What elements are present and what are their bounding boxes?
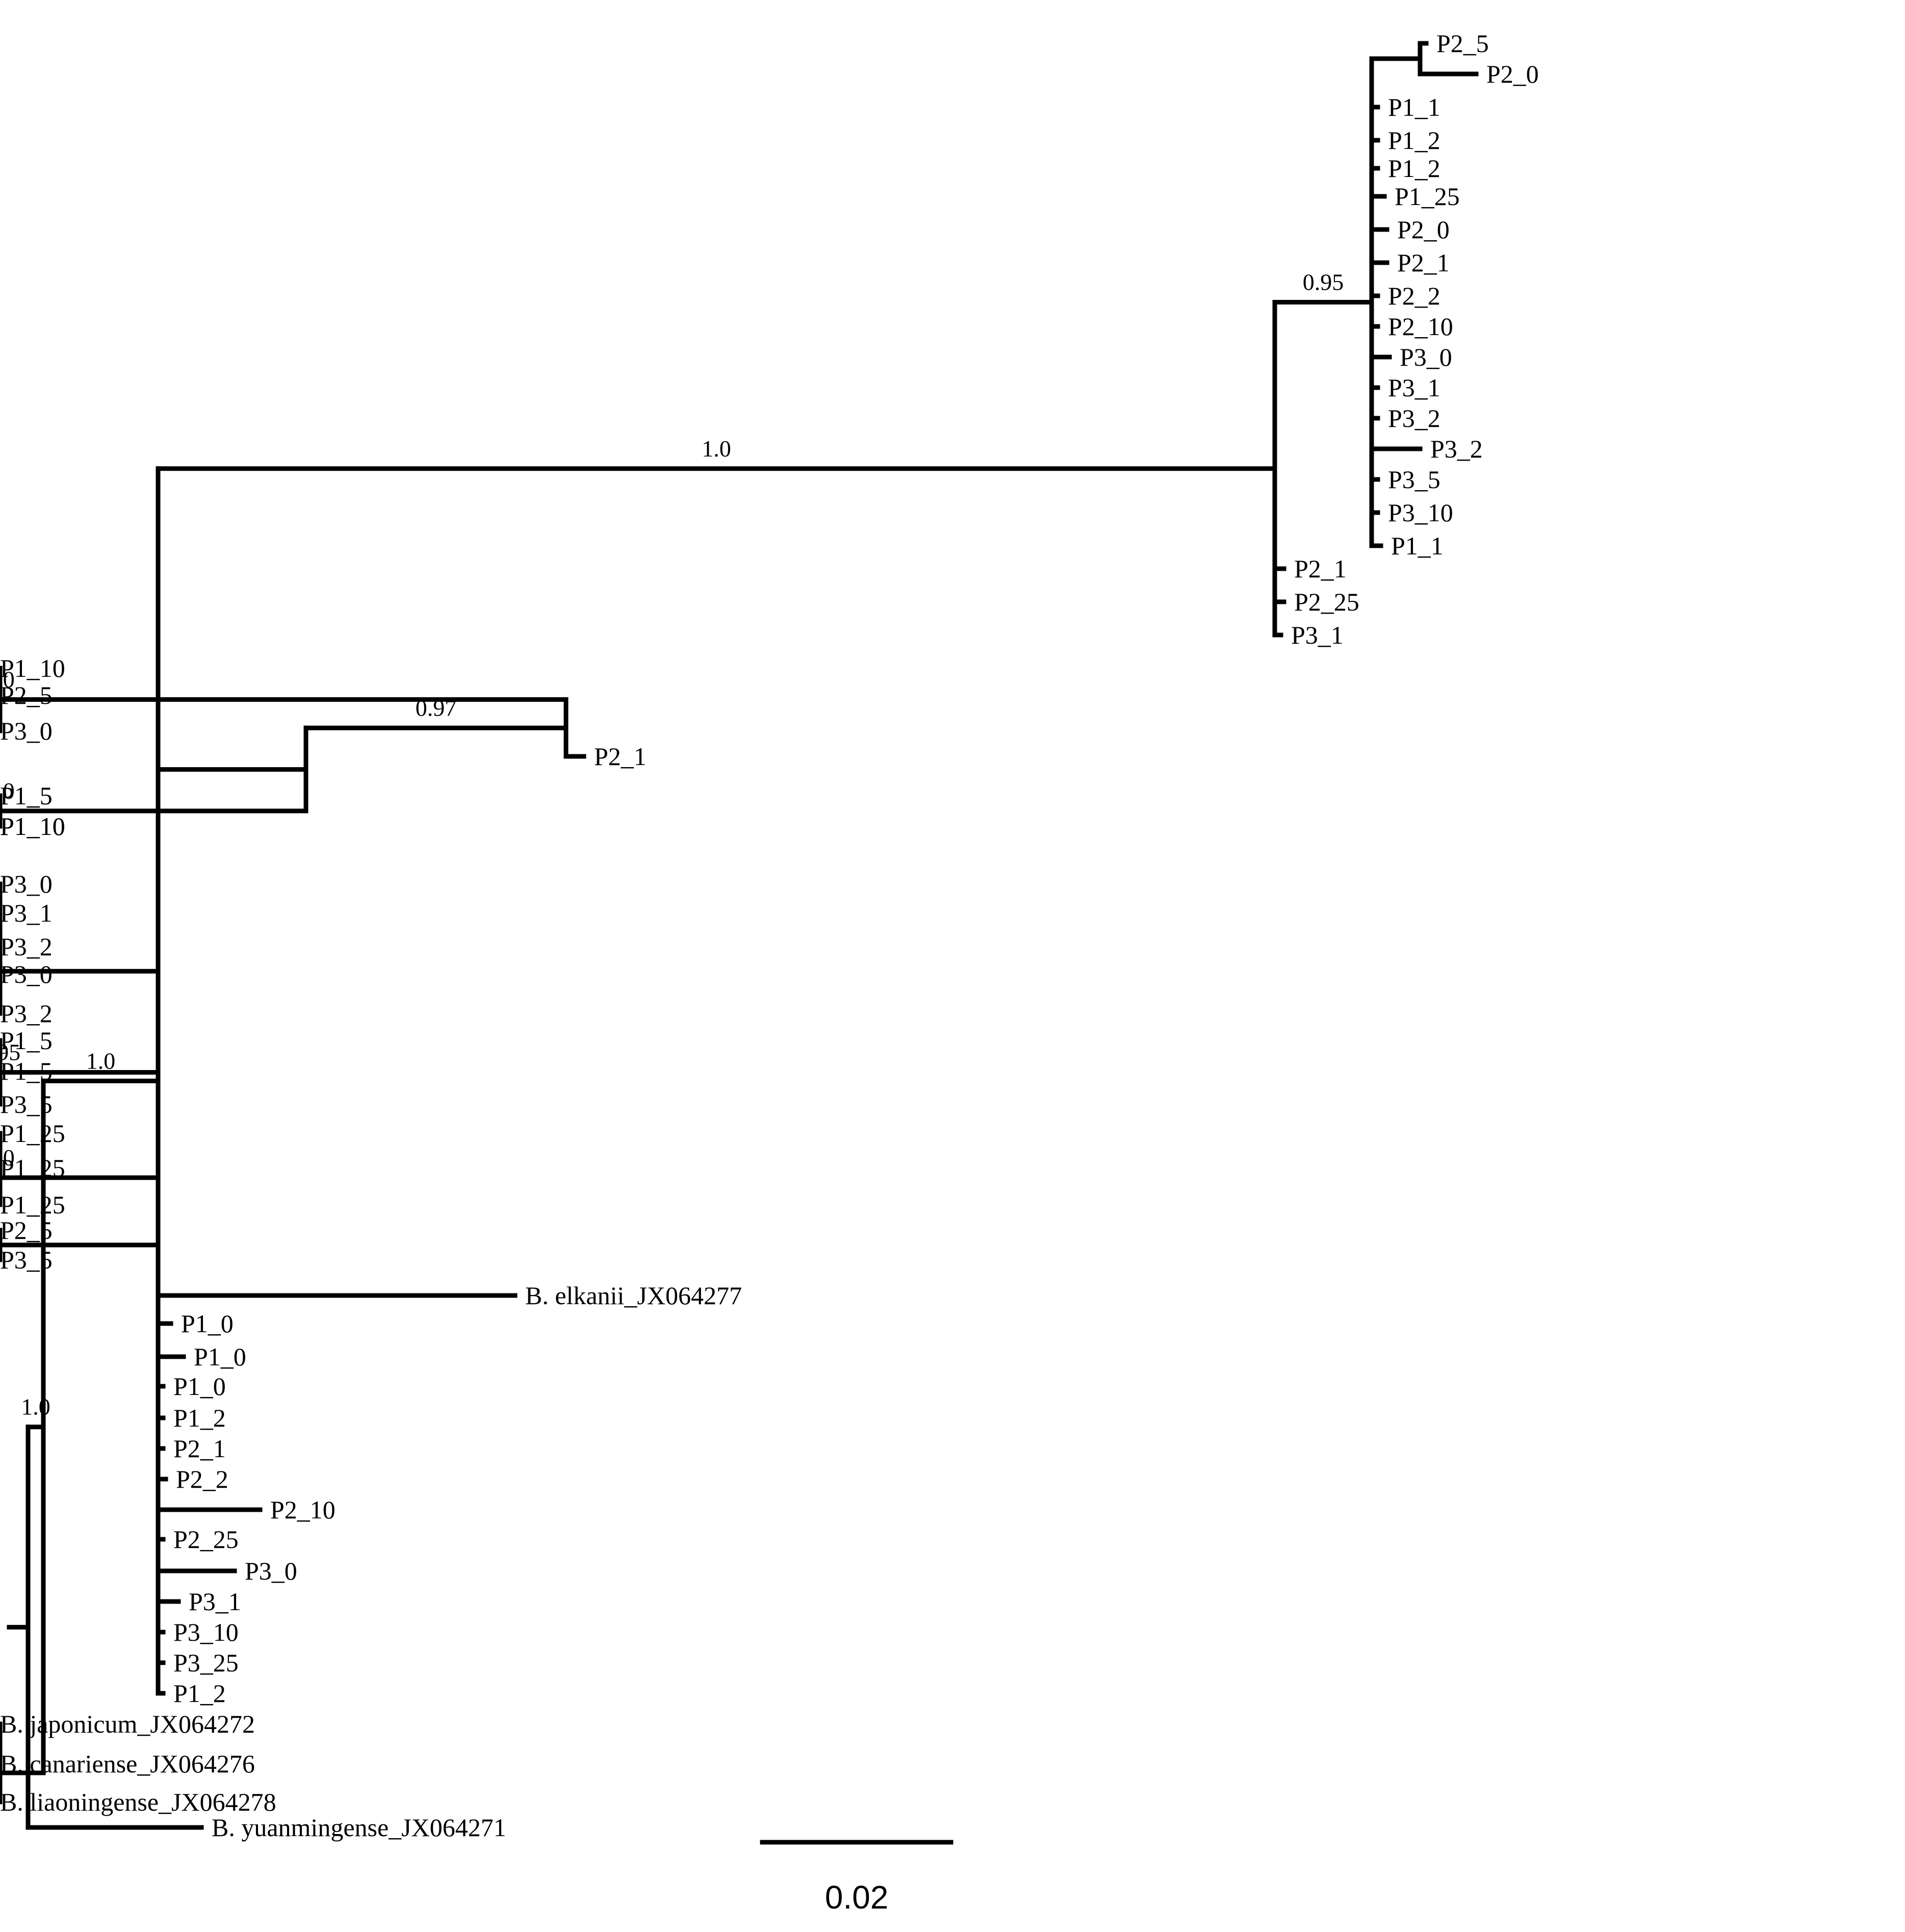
leaf-label: P1_25 <box>0 1190 65 1219</box>
leaf-label: P1_10 <box>0 654 65 682</box>
leaf-label: P3_2 <box>1388 404 1440 433</box>
leaf-label: P3_25 <box>173 1648 239 1677</box>
leaf-label: P2_0 <box>1486 60 1539 88</box>
leaf-label: P3_5 <box>1388 465 1440 494</box>
leaf-label: P3_5 <box>0 1090 53 1118</box>
leaf-label: P2_10 <box>270 1495 336 1524</box>
leaf-label: P1_25 <box>0 1154 65 1182</box>
leaf-label: P2_10 <box>1388 312 1453 341</box>
leaf-label: B. japonicum_JX064272 <box>0 1710 255 1738</box>
leaf-label: P3_0 <box>245 1557 297 1585</box>
leaf-labels: P2_5P2_0P1_1P1_2P1_2P1_25P2_0P2_1P2_2P2_… <box>0 29 1539 1842</box>
leaf-label: P2_1 <box>173 1434 226 1463</box>
support-value: 1.0 <box>21 1394 50 1420</box>
leaf-label: P2_5 <box>0 1216 53 1244</box>
leaf-label: P3_0 <box>0 870 53 898</box>
leaf-label: P2_1 <box>1397 248 1450 277</box>
leaf-label: P1_5 <box>0 1026 53 1055</box>
leaf-label: P2_25 <box>173 1525 239 1554</box>
support-value: 1.0 <box>0 1145 15 1171</box>
leaf-label: P1_0 <box>181 1309 234 1338</box>
leaf-label: P2_1 <box>1294 554 1347 583</box>
leaf-label: P1_5 <box>0 1057 53 1085</box>
tree-branches <box>0 41 1479 1830</box>
leaf-label: P3_0 <box>1400 343 1452 371</box>
support-value: 1.0 <box>0 778 15 804</box>
leaf-label: B. elkanii_JX064277 <box>525 1281 742 1310</box>
support-values: 0.95 1.0 1.0 0.97 1.0 0.95 1.0 1.0 1.0 <box>0 269 1344 1420</box>
leaf-label: P1_1 <box>1388 93 1440 121</box>
leaf-label: P1_25 <box>1395 182 1460 211</box>
leaf-label: B. yuanmingense_JX064271 <box>212 1813 506 1842</box>
leaf-label: P2_5 <box>0 681 53 709</box>
leaf-label: B. canariense_JX064276 <box>0 1749 255 1778</box>
leaf-label: P2_2 <box>1388 282 1440 310</box>
leaf-label: P3_10 <box>1388 498 1453 527</box>
leaf-label: P3_1 <box>1388 373 1440 402</box>
leaf-label: P1_2 <box>173 1404 226 1432</box>
leaf-label: P1_25 <box>0 1119 65 1148</box>
leaf-label: P1_0 <box>173 1372 226 1401</box>
leaf-label: P2_5 <box>1436 29 1489 58</box>
leaf-label: P3_1 <box>189 1587 241 1616</box>
leaf-label: P2_1 <box>594 742 647 771</box>
scale-bar: 0.02 <box>760 1840 954 1916</box>
leaf-label: P3_2 <box>0 932 53 961</box>
leaf-label: P3_2 <box>1430 435 1483 463</box>
leaf-label: P3_2 <box>0 999 53 1028</box>
leaf-label: P3_5 <box>0 1245 53 1274</box>
support-value: 0.95 <box>1303 269 1344 295</box>
support-value: 0.95 <box>0 1039 20 1065</box>
leaf-label: P3_1 <box>1291 621 1344 649</box>
support-value: 0.97 <box>416 695 457 721</box>
leaf-label: P1_2 <box>1388 126 1440 155</box>
leaf-label: P1_10 <box>0 812 65 841</box>
leaf-label: P1_1 <box>1391 531 1444 560</box>
leaf-label: P2_25 <box>1294 588 1359 616</box>
leaf-label: P3_1 <box>0 899 53 927</box>
leaf-label: P1_10 <box>0 812 65 841</box>
support-value: 1.0 <box>86 1048 116 1074</box>
leaf-label: P1_2 <box>173 1679 226 1708</box>
leaf-label: B. liaoningense_JX064278 <box>0 1788 276 1816</box>
scale-bar-label: 0.02 <box>825 1879 889 1916</box>
leaf-label: P1_0 <box>194 1342 246 1371</box>
support-value: 1.0 <box>702 436 731 462</box>
leaf-label: P3_10 <box>173 1618 239 1646</box>
leaf-label: P3_0 <box>0 960 53 988</box>
leaf-label: P1_5 <box>0 781 53 810</box>
leaf-label: P3_0 <box>0 717 53 745</box>
leaf-label: P2_0 <box>1397 215 1450 244</box>
support-value: 1.0 <box>0 667 15 693</box>
leaf-label: P2_2 <box>176 1465 228 1493</box>
leaf-label: P1_2 <box>1388 154 1440 183</box>
